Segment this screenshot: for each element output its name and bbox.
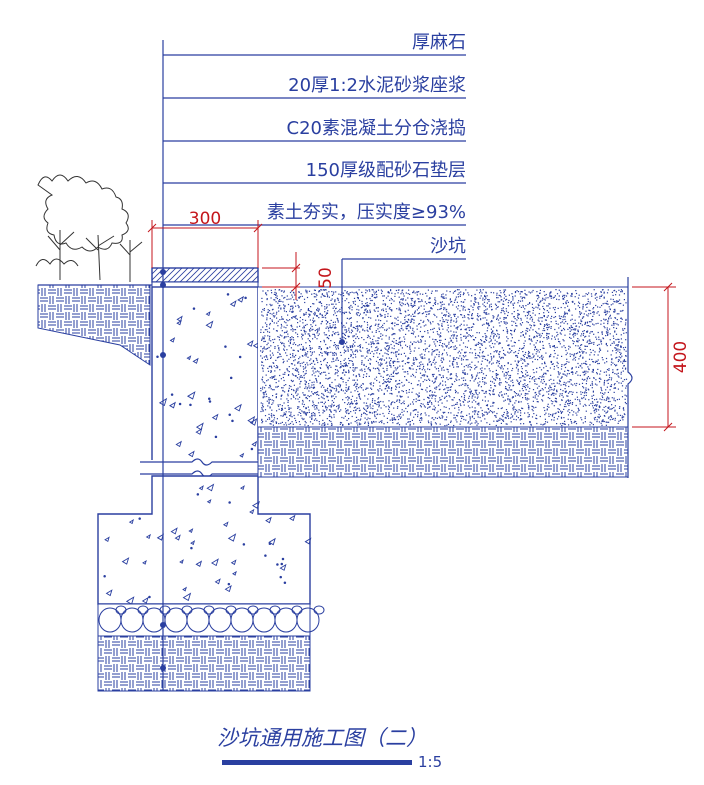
right-break-line — [627, 277, 633, 478]
granite-cap — [151, 267, 259, 283]
dimension-cap-label: 50 — [316, 267, 336, 289]
compacted-soil — [97, 635, 311, 692]
concrete-wall-upper — [151, 286, 259, 466]
dimension-width — [147, 220, 263, 268]
gravel-stones — [98, 605, 325, 633]
leader-dot — [160, 665, 166, 671]
label-gravel-bed: 150厚级配砂石垫层 — [306, 160, 466, 181]
leader-dot — [160, 269, 166, 275]
concrete-aggregate — [103, 293, 312, 605]
mortar-bed — [151, 281, 259, 288]
concrete-footing — [97, 475, 311, 605]
dimension-depth — [632, 282, 676, 432]
leader-dot — [160, 282, 166, 288]
label-sand-pit: 沙坑 — [430, 236, 466, 257]
title-underline — [222, 760, 412, 765]
label-mortar-bed: 20厚1:2水泥砂浆座浆 — [288, 75, 466, 96]
label-compacted-soil: 素土夯实，压实度≥93% — [267, 202, 466, 223]
label-concrete: C20素混凝土分仓浇捣 — [287, 118, 466, 139]
sand-pit — [258, 287, 628, 427]
shrub-icon — [35, 174, 143, 282]
dimension-cap — [262, 252, 301, 300]
label-granite-cap: 厚麻石 — [412, 32, 466, 53]
dimension-depth-label: 400 — [671, 341, 691, 373]
ground-soil-left — [37, 284, 151, 366]
leader-dot — [160, 622, 166, 628]
drawing-scale: 1:5 — [418, 753, 442, 771]
drawing-title: 沙坑通用施工图（二） — [217, 726, 427, 750]
leader-dot — [160, 352, 166, 358]
sand-pit-base-soil — [257, 426, 629, 478]
sand-texture — [260, 289, 628, 427]
dimension-width-label: 300 — [189, 209, 221, 229]
leader-dot — [339, 339, 345, 345]
